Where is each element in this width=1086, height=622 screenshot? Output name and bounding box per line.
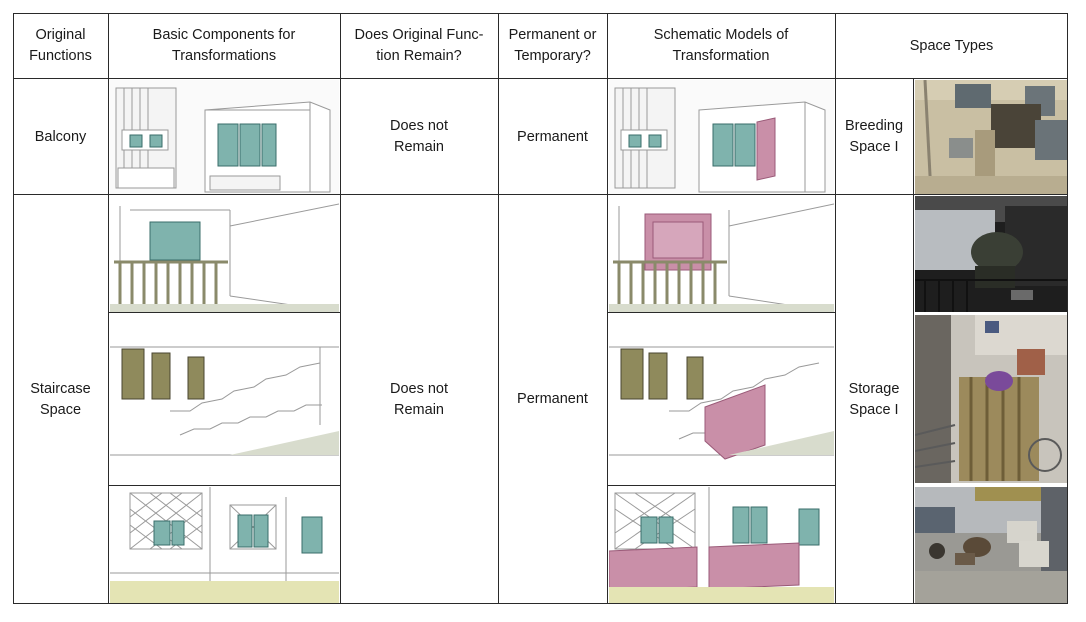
grid-line — [607, 485, 835, 486]
grid-line — [498, 13, 499, 604]
row-balcony-original-function: Balcony — [34, 128, 87, 145]
header-schematic-models: Schematic Models of Transformation — [653, 27, 789, 64]
grid-line — [607, 13, 608, 604]
row-staircase-function-remains: Does not Remain — [389, 380, 449, 418]
storage-space-photo-2 — [915, 315, 1067, 483]
row-balcony-permanence: Permanent — [517, 128, 588, 145]
header-basic-components: Basic Components for Transformations — [152, 27, 296, 64]
grid-line — [13, 194, 1068, 195]
staircase-component-illustration-3 — [110, 487, 339, 603]
balcony-component-illustration — [110, 80, 339, 194]
grid-line — [13, 13, 1068, 14]
staircase-schematic-illustration-2 — [609, 315, 834, 483]
staircase-schematic-illustration-3 — [609, 487, 834, 603]
grid-line — [108, 13, 109, 604]
staircase-schematic-illustration-1 — [609, 196, 834, 312]
storage-space-photo-1 — [915, 196, 1067, 312]
grid-line — [13, 13, 14, 604]
header-permanent-or-temporary: Permanent or Temporary? — [508, 27, 597, 64]
grid-line — [108, 485, 340, 486]
row-staircase-original-function: Staircase Space — [30, 380, 91, 418]
grid-line — [1067, 13, 1068, 604]
grid-line — [13, 603, 1068, 604]
storage-space-photo-3 — [915, 487, 1067, 603]
grid-line — [913, 78, 914, 604]
header-space-types: Space Types — [909, 37, 994, 54]
row-staircase-permanence: Permanent — [517, 391, 588, 407]
row-balcony-function-remains: Does not Remain — [389, 118, 449, 155]
staircase-component-illustration-1 — [110, 196, 339, 312]
header-does-function-remain: Does Original Func-tion Remain? — [354, 27, 484, 64]
grid-line — [340, 13, 341, 604]
balcony-schematic-illustration — [609, 80, 834, 194]
breeding-space-photo — [915, 80, 1067, 194]
grid-line — [607, 312, 835, 313]
row-balcony-space-type: Breeding Space I — [844, 118, 904, 155]
row-staircase-space-type: Storage Space I — [848, 380, 900, 418]
transformation-table: Original Functions Basic Components for … — [13, 13, 1068, 604]
grid-line — [108, 312, 340, 313]
grid-line — [13, 78, 1068, 79]
staircase-component-illustration-2 — [110, 315, 339, 483]
grid-line — [835, 13, 836, 604]
header-original-functions: Original Functions — [29, 27, 92, 64]
